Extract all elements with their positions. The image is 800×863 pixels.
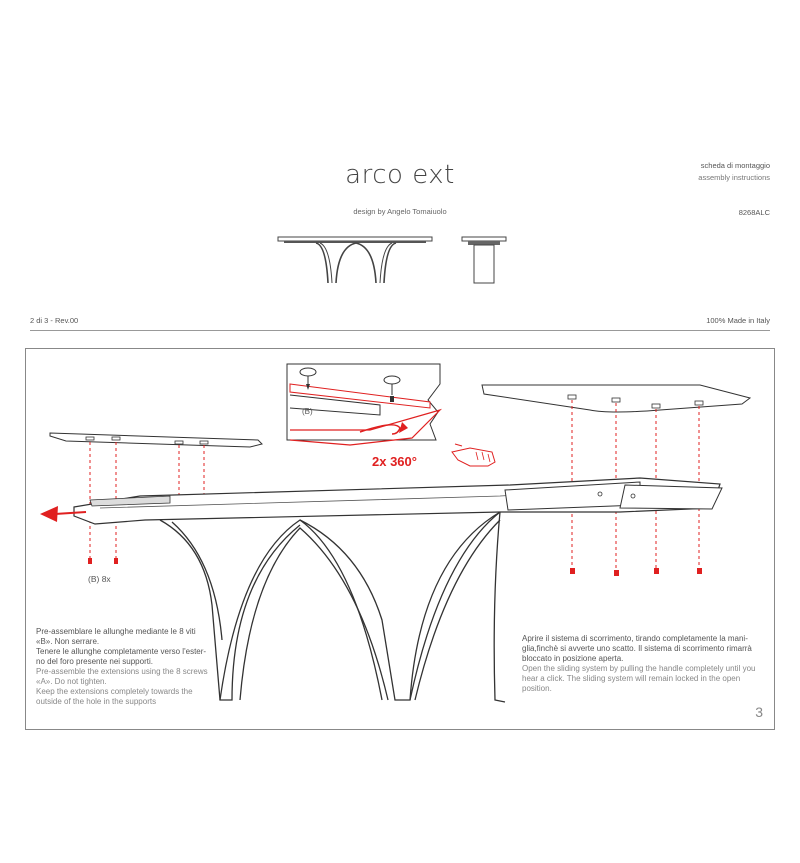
arch-base bbox=[159, 511, 506, 703]
page-revision-info: 2 di 3 - Rev.00 bbox=[30, 316, 79, 325]
screw-label-bottom: (B) 8x bbox=[88, 574, 111, 584]
right-extension-leaf bbox=[481, 384, 752, 413]
instruction-left-en-2: «A». Do not tighten. bbox=[36, 677, 107, 686]
instruction-left-en-3: Keep the extensions completely towards t… bbox=[36, 687, 193, 696]
page-number: 3 bbox=[755, 704, 763, 720]
table-side-view-thumbnail bbox=[461, 236, 507, 284]
instruction-right-en-1: Open the sliding system by pulling the h… bbox=[522, 664, 756, 673]
product-code: 8268ALC bbox=[738, 208, 770, 217]
instruction-left-it-3: Tenere le allunghe completamente verso l… bbox=[36, 647, 207, 656]
instruction-right-it-3: bloccato in posizione aperta. bbox=[522, 654, 624, 663]
table-front-view-thumbnail bbox=[277, 236, 433, 284]
screws bbox=[88, 558, 702, 576]
designer-credit: design by Angelo Tomaiuolo bbox=[353, 207, 447, 216]
instruction-left-en-1: Pre-assemble the extensions using the 8 … bbox=[36, 667, 208, 676]
instruction-right: Aprire il sistema di scorrimento, tirand… bbox=[522, 634, 755, 694]
instruction-left-it-4: no del foro presente nei supporti. bbox=[36, 657, 153, 666]
instruction-left: Pre-assemblare le allunghe mediante le 8… bbox=[36, 627, 208, 707]
sheet-type-english: assembly instructions bbox=[698, 173, 770, 182]
pull-direction-arrow bbox=[40, 506, 87, 522]
instruction-frame bbox=[25, 348, 775, 730]
sliding-detail-inset bbox=[286, 363, 443, 446]
left-extension-leaf bbox=[49, 432, 263, 448]
screw-label-top: (B) bbox=[302, 407, 313, 416]
instruction-left-it-1: Pre-assemblare le allunghe mediante le 8… bbox=[36, 627, 196, 636]
instruction-right-en-2: hear a click. The sliding system will re… bbox=[522, 674, 741, 683]
made-in-italy-label: 100% Made in Italy bbox=[706, 316, 770, 325]
instruction-right-en-3: position. bbox=[522, 684, 552, 693]
table-top bbox=[73, 477, 723, 525]
instruction-left-it-2: «B». Non serrare. bbox=[36, 637, 100, 646]
instruction-right-it-2: glia,finchè si avverte uno scatto. Il si… bbox=[522, 644, 752, 653]
rotation-instruction: 2x 360° bbox=[372, 454, 417, 469]
instruction-left-en-4: outside of the hole in the supports bbox=[36, 697, 157, 706]
document-title: arco ext bbox=[345, 160, 455, 190]
header-divider bbox=[30, 330, 770, 331]
sheet-type-italian: scheda di montaggio bbox=[700, 161, 770, 170]
instruction-right-it-1: Aprire il sistema di scorrimento, tirand… bbox=[522, 634, 748, 643]
hand-screwing-icon bbox=[451, 443, 496, 467]
